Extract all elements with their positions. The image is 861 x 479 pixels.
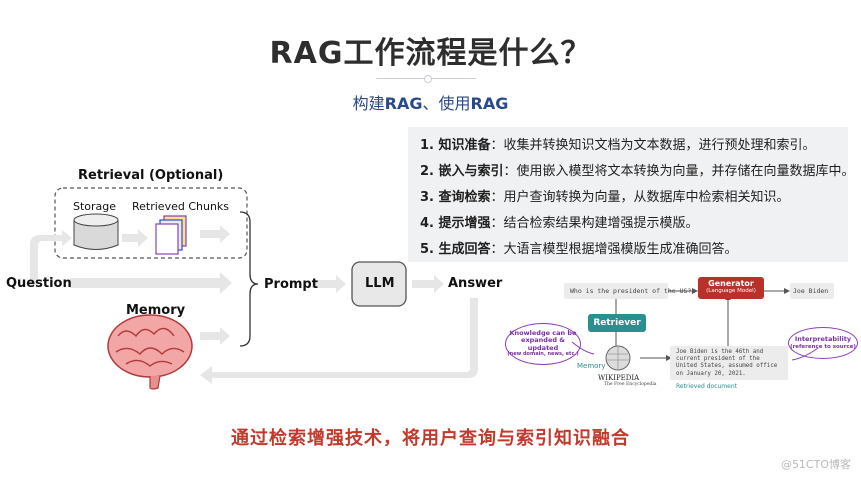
step-1-text: ：收集并转换知识文档为文本数据，进行预处理和索引。	[490, 138, 816, 153]
title-divider-dot	[424, 75, 432, 83]
subtitle-prefix: 构建	[352, 94, 385, 113]
steps-panel: 1. 知识准备：收集并转换知识文档为文本数据，进行预处理和索引。 2. 嵌入与索…	[408, 127, 855, 262]
step-4-text: ：结合检索结果构建增强提示模版。	[490, 216, 699, 231]
llm-label: LLM	[365, 276, 395, 291]
flow-arrows	[30, 225, 478, 384]
subtitle-rag-1: RAG	[384, 94, 423, 113]
step-5-key: 5. 生成回答	[420, 242, 491, 257]
memory-to-bracket-arrow	[200, 327, 230, 345]
llm-to-answer-arrow	[412, 275, 444, 293]
step-2-key: 2. 嵌入与索引	[420, 164, 504, 179]
storage-cylinder-icon	[73, 213, 119, 250]
rag-flow-diagram	[30, 187, 478, 390]
footer-caption: 通过检索增强技术，将用户查询与索引知识融合	[231, 428, 630, 449]
knowledge-bubble: Knowledge can be expanded & updated (new…	[505, 323, 581, 365]
step-2-text: ：使用嵌入模型将文本转换为向量，并存储在向量数据库中。	[503, 164, 855, 179]
step-3-text: ：用户查询转换为向量，从数据库中检索相关知识。	[490, 190, 790, 205]
generator-label: Generator	[708, 279, 754, 288]
retrieved-chunks-icon	[155, 215, 187, 255]
prompt-to-llm-arrow	[312, 275, 346, 293]
answer-text: Joe Biden	[793, 287, 829, 295]
interpretability-sublabel: (reference to source)	[790, 343, 856, 350]
step-4: 4. 提示增强：结合检索结果构建增强提示模版。	[420, 212, 699, 231]
retrieval-title: Retrieval (Optional)	[78, 168, 224, 183]
storage-label: Storage	[73, 200, 117, 213]
subtitle-middle: 、使用	[422, 94, 471, 113]
answer-label: Answer	[448, 276, 503, 291]
question-label: Question	[6, 276, 72, 291]
wikipedia-globe-icon	[605, 345, 631, 371]
retrieved-doc-label: Retrieved document	[676, 383, 737, 390]
memory-label: Memory	[126, 303, 186, 318]
interpretability-bubble: Interpretability (reference to source)	[788, 327, 858, 359]
generator-sublabel: (Language Model)	[706, 288, 756, 294]
interpretability-label: Interpretability	[794, 335, 852, 344]
step-1-key: 1. 知识准备	[420, 138, 491, 153]
retrieved-doc-text: Joe Biden is the 46th and current presid…	[676, 349, 778, 377]
storage-to-chunks-arrow	[122, 229, 148, 247]
knowledge-sublabel: (new domain, news, etc.)	[507, 351, 579, 358]
retrieved-doc-box	[670, 346, 788, 380]
answer-feedback-arrow	[200, 298, 478, 384]
brain-icon	[107, 314, 193, 390]
step-1: 1. 知识准备：收集并转换知识文档为文本数据，进行预处理和索引。	[420, 134, 816, 153]
step-2: 2. 嵌入与索引：使用嵌入模型将文本转换为向量，并存储在向量数据库中。	[420, 160, 855, 179]
query-text: Who is the president of the US?	[570, 287, 692, 295]
question-to-bracket-arrow	[70, 272, 232, 294]
step-4-key: 4. 提示增强	[420, 216, 491, 231]
retrieval-group-box	[54, 187, 248, 259]
watermark: @51CTO博客	[780, 458, 851, 471]
step-5-text: ：大语言模型根据增强模版生成准确回答。	[490, 242, 738, 257]
chunks-to-bracket-arrow	[200, 225, 230, 243]
step-3: 3. 查询检索：用户查询转换为向量，从数据库中检索相关知识。	[420, 186, 790, 205]
page-title: RAG工作流程是什么？	[269, 36, 592, 71]
wikipedia-sublabel: The Free Encyclopedia	[604, 382, 657, 387]
prompt-brace	[239, 211, 259, 347]
knowledge-label: Knowledge can be expanded & updated	[509, 328, 577, 352]
prompt-label: Prompt	[264, 277, 318, 292]
answer-box	[790, 283, 834, 299]
question-up-arrow	[30, 230, 72, 285]
step-5: 5. 生成回答：大语言模型根据增强模版生成准确回答。	[420, 238, 738, 257]
llm-box	[351, 261, 407, 307]
retrieved-chunks-label: Retrieved Chunks	[132, 200, 230, 213]
subtitle-rag-2: RAG	[470, 94, 509, 113]
step-3-key: 3. 查询检索	[420, 190, 491, 205]
page-subtitle: 构建RAG、使用RAG	[0, 90, 861, 114]
retriever-box: Retriever	[588, 314, 646, 332]
generator-box: Generator (Language Model)	[698, 277, 764, 299]
query-box	[564, 283, 668, 299]
memory-mini-label: Memory	[577, 362, 606, 370]
wikipedia-label: WIKIPEDIA	[598, 374, 640, 382]
